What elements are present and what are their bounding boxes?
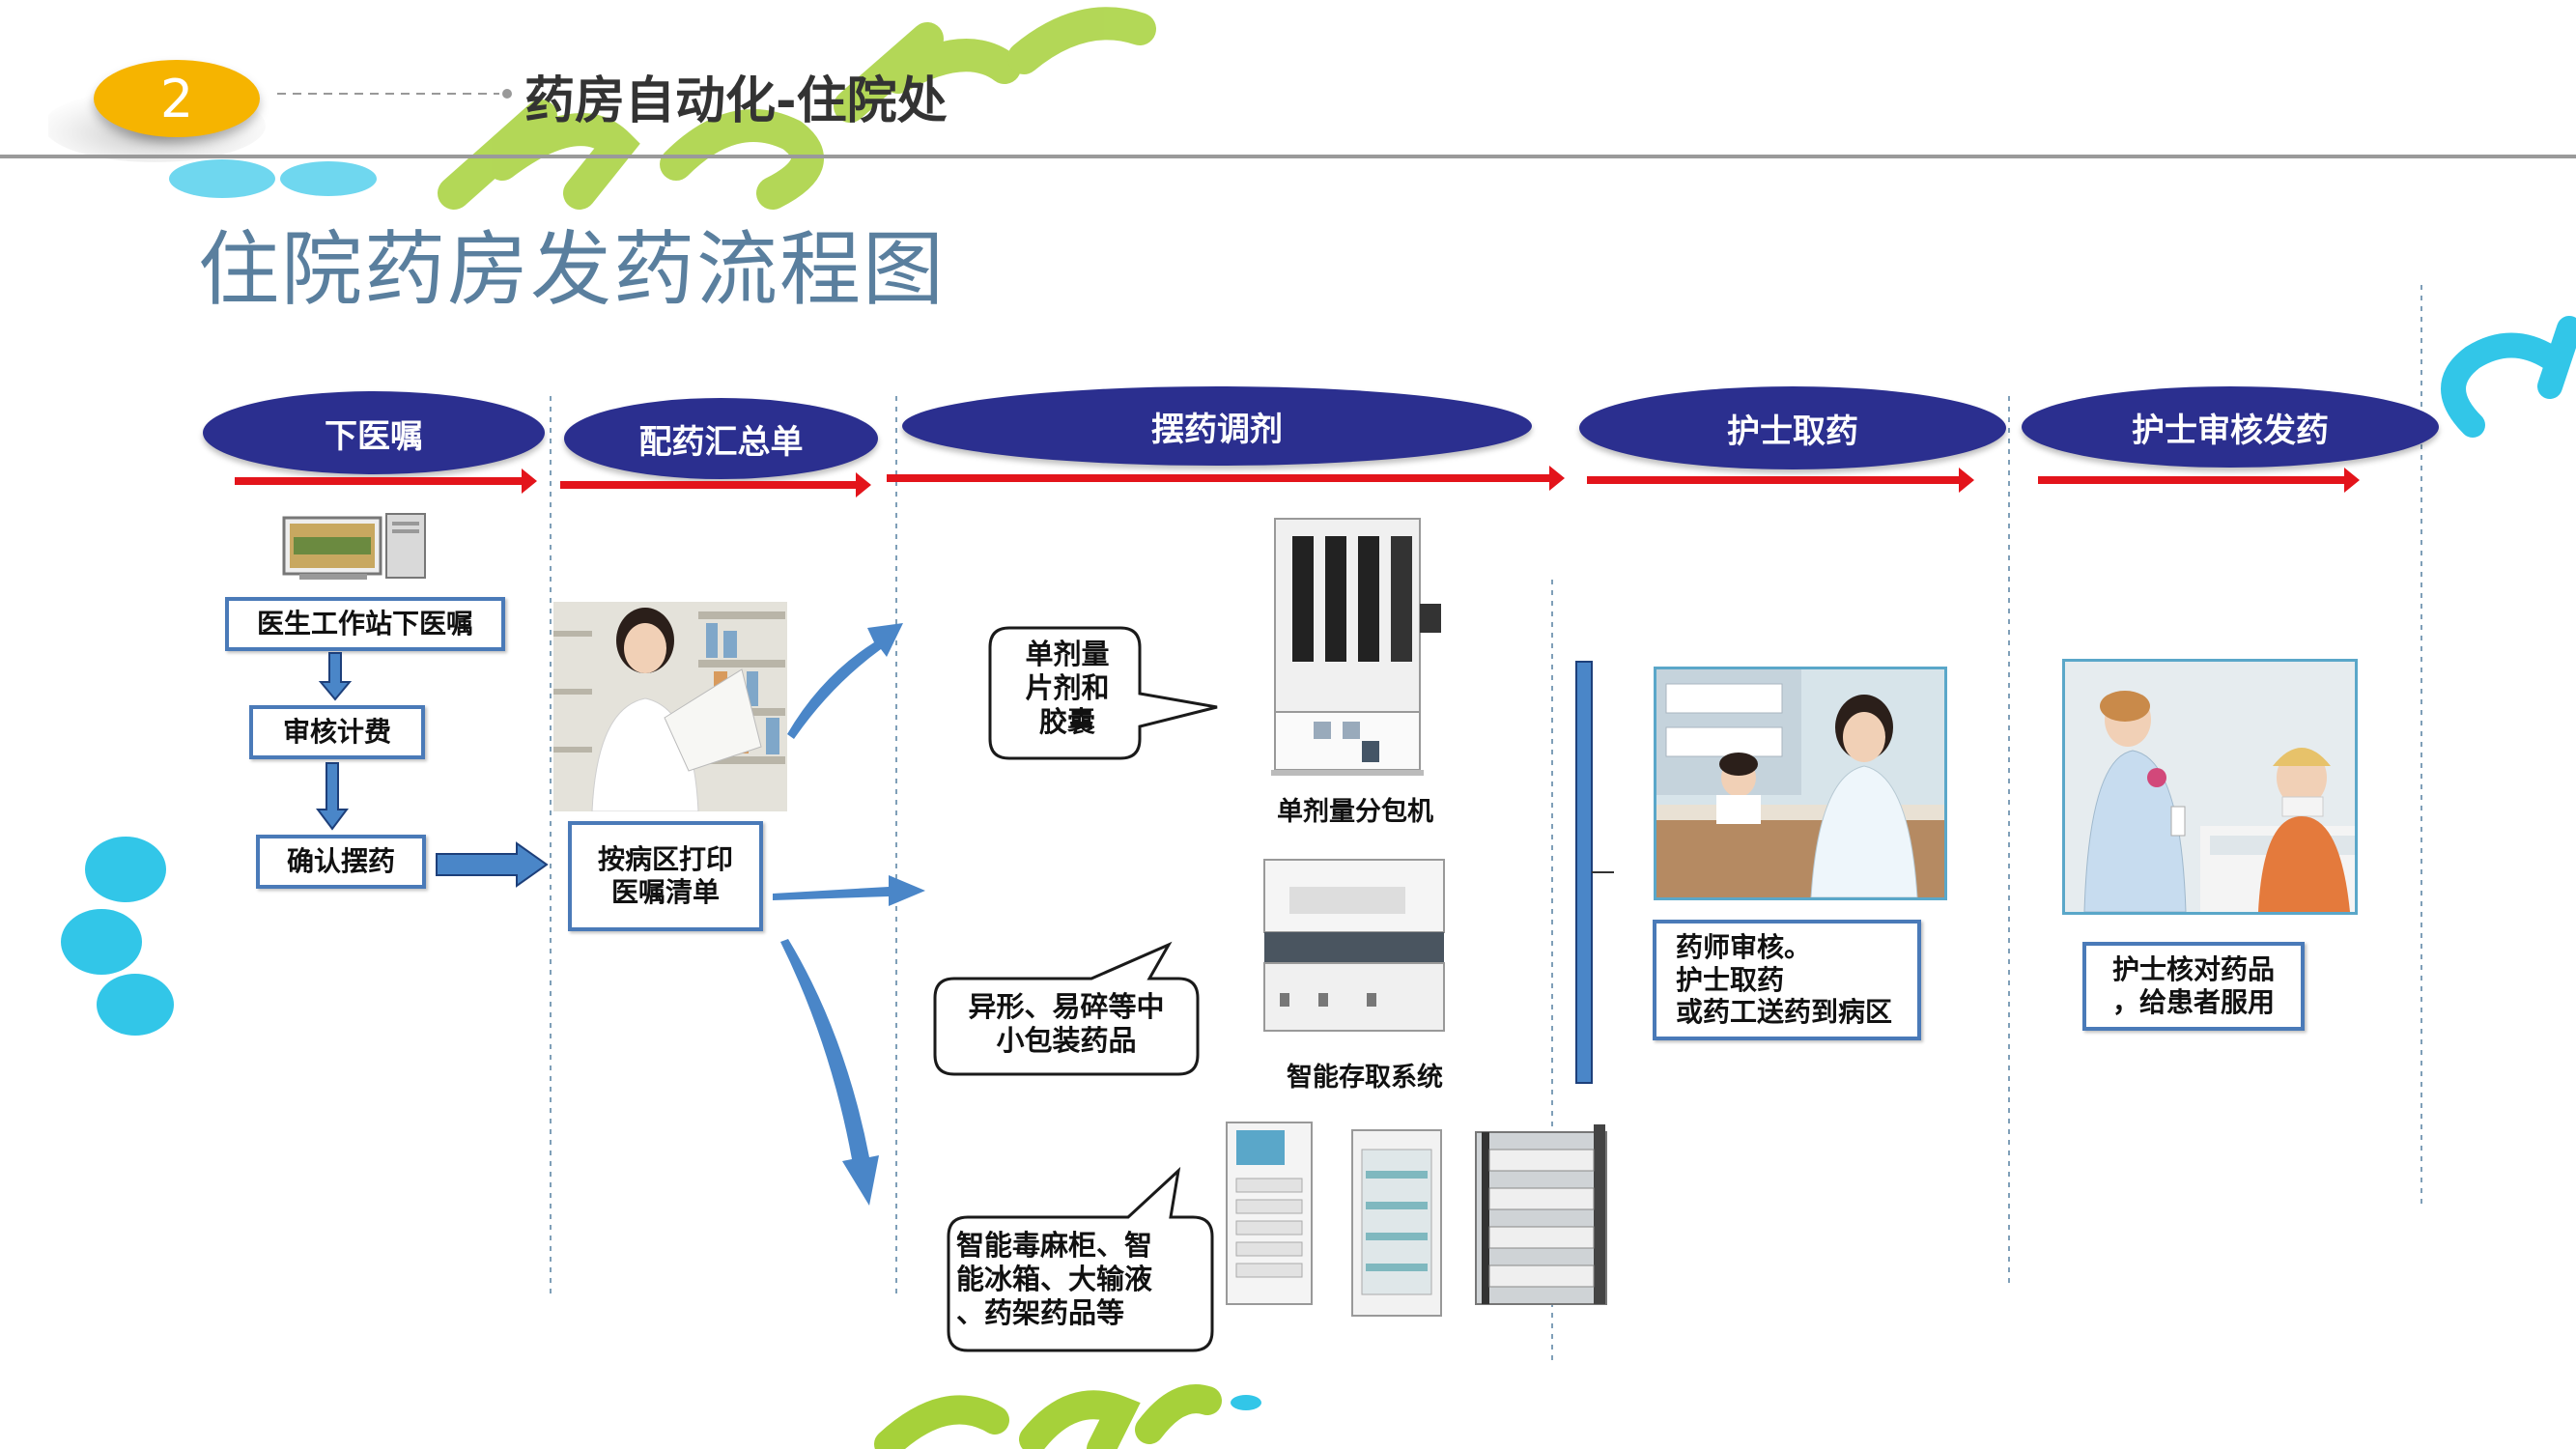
watermark-left-flower	[61, 159, 377, 1036]
callout-unit-dose-line1: 单剂量	[1025, 638, 1110, 670]
red-arrow-5	[2038, 468, 2360, 493]
step-review-billing: 审核计费	[249, 705, 425, 759]
patient-care-illustration	[2065, 662, 2355, 912]
nurse-pickup-box: 药师审核。 护士取药 或药工送药到病区	[1653, 920, 1921, 1040]
unit-dose-packer-icon	[1271, 518, 1441, 776]
callout-cabinet-text: 智能毒麻柜、智 能冰箱、大输液 、药架药品等	[956, 1229, 1205, 1329]
watermark-bottom-green	[874, 1384, 1222, 1449]
red-arrow-4	[1587, 468, 1974, 493]
callout-unit-dose-line3: 胶囊	[1038, 704, 1095, 738]
watermark-bottom-dot	[1231, 1395, 1261, 1410]
patient-box: 护士核对药品 ，给患者服用	[2082, 942, 2305, 1031]
smart-storage-label: 智能存取系统	[1287, 1063, 1443, 1093]
patient-care-photo	[2062, 659, 2358, 915]
stage-dispense-summary: 配药汇总单	[564, 398, 878, 479]
stage-dispense-summary-label: 配药汇总单	[638, 422, 804, 462]
smart-fridge	[1351, 1129, 1442, 1317]
print-order-list-box: 按病区打印 医嘱清单	[568, 821, 763, 931]
callout-unit-dose-line2: 片剂和	[1025, 670, 1110, 704]
callout-fragile	[933, 941, 1200, 1076]
nurse-pickup-line3: 或药工送药到病区	[1676, 996, 1893, 1029]
section-number: 2	[159, 68, 194, 129]
stage-nurse-pickup-label: 护士取药	[1727, 412, 1858, 451]
patient-line2: ，给患者服用	[2111, 986, 2275, 1018]
section-number-badge: 2	[94, 60, 260, 137]
narcotic-cabinet	[1226, 1122, 1313, 1305]
branch-arrow-up	[787, 623, 903, 739]
callout-fragile-line2: 小包装药品	[996, 1023, 1137, 1057]
callout-cabinet-line1: 智能毒麻柜、智	[956, 1229, 1153, 1262]
branch-arrow-middle	[773, 875, 925, 906]
callout-unit-dose	[988, 626, 1218, 760]
unit-dose-packer-label: 单剂量分包机	[1277, 797, 1433, 827]
stage-arrange-dispense: 摆药调剂	[902, 386, 1532, 466]
callout-fragile-line1: 异形、易碎等中	[968, 990, 1165, 1023]
smart-cabinets-icon	[1226, 1122, 1607, 1317]
stage-nurse-review: 护士审核发药	[2022, 386, 2439, 468]
pharmacist-illustration	[553, 602, 787, 811]
computer-workstation-icon	[282, 513, 426, 580]
red-arrow-3	[887, 466, 1565, 491]
watermark-right-cyan	[2441, 316, 2576, 438]
step-confirm-arrange: 确认摆药	[256, 835, 426, 889]
down-arrow-1	[318, 652, 353, 701]
stage-nurse-review-label: 护士审核发药	[2132, 411, 2329, 450]
grouping-bracket	[1575, 661, 1614, 1084]
stage-issue-order-label: 下医嘱	[325, 416, 423, 456]
nurse-pickup-line2: 护士取药	[1676, 963, 1785, 996]
step-doctor-workstation: 医生工作站下医嘱	[225, 597, 505, 651]
stage-nurse-pickup: 护士取药	[1579, 386, 2006, 469]
main-title: 住院药房发药流程图	[198, 222, 947, 317]
drug-rack	[1475, 1124, 1607, 1305]
callout-cabinet-line3: 、药架药品等	[956, 1295, 1125, 1329]
red-arrow-1	[235, 469, 537, 494]
stage-issue-order: 下医嘱	[203, 391, 545, 474]
callout-cabinet-line2: 能冰箱、大输液	[956, 1262, 1153, 1295]
patient-line1: 护士核对药品	[2111, 953, 2275, 986]
red-arrow-2	[560, 472, 871, 497]
nurse-pickup-photo	[1654, 667, 1947, 900]
branch-arrow-down	[780, 939, 879, 1206]
nurse-pickup-line1: 药师审核。	[1676, 931, 1812, 964]
pharmacist-photo	[553, 602, 787, 811]
callout-cabinet	[947, 1166, 1214, 1352]
right-arrow-to-print	[436, 841, 549, 888]
callout-unit-dose-text: 单剂量 片剂和 胶囊	[1005, 638, 1130, 738]
callout-fragile-text: 异形、易碎等中 小包装药品	[942, 990, 1191, 1058]
header-dotted-connector	[277, 89, 512, 99]
down-arrow-2	[316, 762, 349, 831]
section-title: 药房自动化-住院处	[524, 72, 948, 130]
smart-storage-icon	[1263, 859, 1445, 1032]
watermark-top-green	[438, 7, 1156, 210]
print-order-line2: 医嘱清单	[610, 876, 720, 908]
print-order-line1: 按病区打印	[597, 843, 733, 876]
nurse-pickup-illustration	[1656, 669, 1944, 897]
header-rule	[0, 155, 2576, 158]
stage-arrange-dispense-label: 摆药调剂	[1151, 410, 1283, 449]
